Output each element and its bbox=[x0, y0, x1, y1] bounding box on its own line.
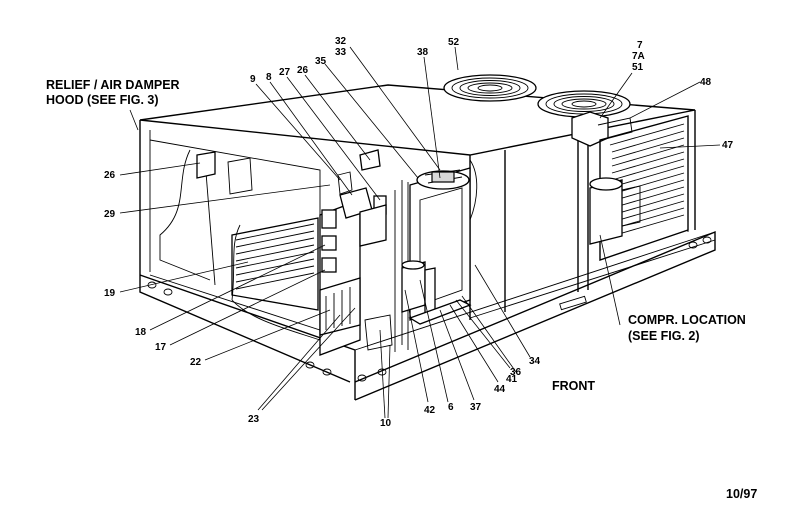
part-label-32: 32 bbox=[335, 36, 347, 47]
condenser-fan-rear bbox=[443, 74, 537, 102]
part-label-27: 27 bbox=[279, 67, 291, 78]
front-label: FRONT bbox=[552, 379, 595, 393]
left-cutout bbox=[159, 149, 211, 281]
part-label-33: 33 bbox=[335, 47, 347, 58]
base-hole bbox=[305, 361, 315, 369]
condenser-fan-front bbox=[537, 90, 631, 118]
pan-lip bbox=[364, 314, 393, 351]
part-label-48: 48 bbox=[700, 77, 712, 88]
drain-pan bbox=[231, 299, 321, 341]
condenser-coil bbox=[599, 115, 689, 261]
part-label-51: 51 bbox=[632, 62, 644, 73]
part-label-9: 9 bbox=[250, 74, 256, 85]
motor-base bbox=[408, 299, 472, 325]
part-label-29: 29 bbox=[104, 209, 116, 220]
base-slot bbox=[559, 295, 587, 311]
base-hole bbox=[688, 241, 698, 249]
compressor-location-label-line1: COMPR. LOCATION bbox=[628, 313, 746, 327]
base-hole bbox=[702, 236, 712, 244]
base-hole bbox=[163, 288, 173, 296]
part-label-19: 19 bbox=[104, 288, 116, 299]
relief-damper-label-line1: RELIEF / AIR DAMPER bbox=[46, 78, 180, 92]
evaporator-coil bbox=[231, 217, 319, 311]
base-rail-bottom bbox=[354, 230, 716, 401]
part-label-6: 6 bbox=[448, 402, 454, 413]
part-label-42: 42 bbox=[424, 405, 436, 416]
leader-lines bbox=[119, 46, 721, 419]
left-bracket-2 bbox=[227, 157, 253, 195]
left-inner-frame bbox=[204, 159, 216, 286]
relief-damper-label-line2: HOOD (SEE FIG. 3) bbox=[46, 93, 159, 107]
filters bbox=[319, 277, 361, 336]
base-hole bbox=[357, 374, 367, 382]
part-label-26-left: 26 bbox=[104, 170, 116, 181]
part-label-47: 47 bbox=[722, 140, 734, 151]
compressor bbox=[589, 177, 641, 245]
part-label-41: 41 bbox=[506, 374, 518, 385]
part-label-38: 38 bbox=[417, 47, 429, 58]
part-label-10: 10 bbox=[380, 418, 392, 429]
part-label-23: 23 bbox=[248, 414, 260, 425]
base-front-step bbox=[469, 239, 716, 319]
part-label-34: 34 bbox=[529, 356, 541, 367]
blower-motor bbox=[401, 260, 436, 316]
part-label-37: 37 bbox=[470, 402, 482, 413]
part-label-7: 7 bbox=[637, 40, 643, 51]
compressor-location-label-line2: (SEE FIG. 2) bbox=[628, 329, 700, 343]
part-numbers: 52 38 32 33 35 26 27 8 9 7 7A 51 48 47 2… bbox=[104, 36, 734, 429]
part-label-52: 52 bbox=[448, 37, 460, 48]
base-rail-top bbox=[354, 231, 716, 351]
part-label-22: 22 bbox=[190, 357, 202, 368]
base-hole bbox=[147, 281, 157, 289]
callouts: RELIEF / AIR DAMPER HOOD (SEE FIG. 3) CO… bbox=[46, 78, 757, 501]
part-label-17: 17 bbox=[155, 342, 167, 353]
part-label-18: 18 bbox=[135, 327, 147, 338]
unit-drawing bbox=[139, 74, 716, 401]
base-rail-left bbox=[139, 275, 351, 383]
base-hole bbox=[322, 368, 332, 376]
part-label-7a: 7A bbox=[632, 51, 645, 62]
part-label-8: 8 bbox=[266, 72, 272, 83]
part-label-44: 44 bbox=[494, 384, 506, 395]
part-label-26-top: 26 bbox=[297, 65, 309, 76]
part-label-36: 36 bbox=[510, 367, 522, 378]
fan-motor bbox=[571, 111, 609, 147]
left-bracket bbox=[196, 151, 216, 179]
part-label-35: 35 bbox=[315, 56, 327, 67]
date-code: 10/97 bbox=[726, 487, 757, 501]
